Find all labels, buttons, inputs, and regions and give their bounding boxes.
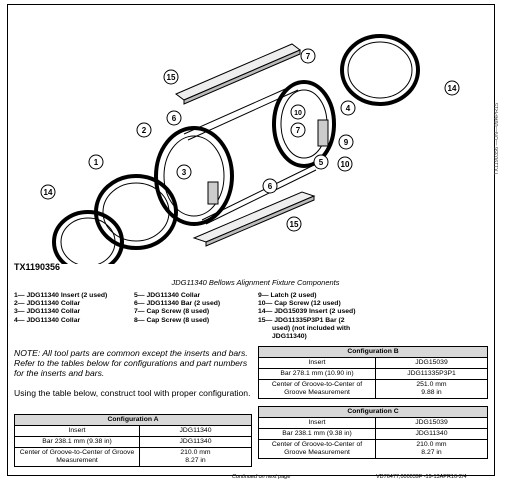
part-item: 5— JDG11340 Collar (134, 292, 201, 299)
part-item: 6— JDG11340 Bar (2 used) (134, 300, 221, 308)
svg-text:7: 7 (306, 52, 311, 61)
callout-6-top: 6 (166, 110, 182, 126)
table-row: Center of Groove-to-Center of Groove Mea… (258, 439, 488, 459)
svg-text:6: 6 (172, 114, 177, 123)
svg-text:15: 15 (290, 220, 299, 229)
fixture-frame (154, 80, 336, 226)
part-item: 2— JDG11340 Collar (14, 300, 81, 308)
page-frame (7, 4, 495, 476)
part-item: 8— Cap Screw (8 used) (134, 316, 210, 324)
bar-15-top (175, 43, 301, 105)
callout-15-top: 15 (163, 69, 179, 85)
parts-list-col2: 5— JDG11340 Collar 6— JDG11340 Bar (2 us… (134, 292, 220, 325)
footer-code: VD76477,000039F -19-13APR16-2/4 (376, 474, 467, 480)
svg-text:9: 9 (344, 138, 349, 147)
config-a-title: Configuration A (14, 414, 252, 426)
svg-text:10: 10 (294, 110, 302, 117)
part-item: 3— JDG11340 Collar (14, 308, 81, 316)
part-item: 4— JDG11340 Collar (14, 316, 81, 324)
parts-list-col3: 9— Latch (2 used) 10— Cap Screw (12 used… (258, 292, 355, 341)
table-row: Center of Groove-to-Center of Groove Mea… (14, 447, 252, 467)
config-b-title: Configuration B (258, 346, 488, 358)
part-item: 9— Latch (2 used) (258, 292, 317, 299)
callout-5: 5 (313, 154, 329, 170)
instruction-text: Using the table below, construct tool wi… (14, 388, 251, 398)
table-row: Bar 238.1 mm (9.38 in)JDG11340 (258, 428, 488, 440)
callout-4: 4 (340, 100, 356, 116)
svg-text:7: 7 (296, 126, 301, 135)
part-item: 15— JDG11335P3P1 Bar (2 (258, 316, 345, 324)
part-item: 10— Cap Screw (12 used) (258, 300, 341, 308)
callout-14-right: 14 (444, 80, 460, 96)
part-item: used) (not included with (272, 324, 351, 332)
part-item: 7— Cap Screw (8 used) (134, 308, 210, 316)
svg-text:10: 10 (341, 160, 350, 169)
parts-list-col1: 1— JDG11340 Insert (2 used) 2— JDG11340 … (14, 292, 107, 325)
insert-ring-1 (94, 174, 178, 250)
table-row: Bar 278.1 mm (10.90 in)JDG11335P3P1 (258, 368, 488, 380)
callout-1: 1 (88, 154, 104, 170)
callout-7-top: 7 (300, 48, 316, 64)
svg-text:14: 14 (44, 188, 53, 197)
svg-text:1: 1 (94, 158, 99, 167)
callout-9: 10 (337, 156, 353, 172)
callout-7-mid: 7 (290, 122, 306, 138)
insert-ring-14-right (340, 34, 420, 106)
svg-text:15: 15 (167, 73, 176, 82)
bar-15-bottom (192, 191, 316, 247)
part-item: 1— JDG11340 Insert (2 used) (14, 292, 108, 299)
side-code: TX1190356 —UN—09APR15 (494, 102, 500, 175)
callout-15-bottom: 15 (286, 216, 302, 232)
insert-ring-14-left (52, 210, 124, 264)
fixture-illustration: 15 7 4 14 6 10 7 2 9 5 10 1 3 6 14 15 (40, 34, 460, 264)
callout-10: 10 (290, 104, 306, 120)
svg-text:6: 6 (268, 182, 273, 191)
table-row: Bar 238.1 mm (9.38 in)JDG11340 (14, 436, 252, 448)
part-item: JDG11340) (272, 333, 307, 341)
callout-14-left: 14 (40, 184, 56, 200)
svg-text:2: 2 (142, 126, 147, 135)
figure-caption: JDG11340 Bellows Alignment Fixture Compo… (171, 278, 340, 287)
svg-text:3: 3 (182, 168, 187, 177)
callout-6-bottom: 6 (262, 178, 278, 194)
svg-text:5: 5 (319, 158, 324, 167)
callout-labels: 15 7 4 14 6 10 7 2 9 5 10 1 3 6 14 15 (40, 48, 460, 232)
footer-continued: Continued on next page (232, 474, 291, 480)
config-c-title: Configuration C (258, 406, 488, 418)
callout-8: 9 (338, 134, 354, 150)
callout-2: 2 (136, 122, 152, 138)
svg-text:4: 4 (346, 104, 351, 113)
callout-3: 3 (176, 164, 192, 180)
part-item: 14— JDG15039 Insert (2 used) (258, 308, 356, 316)
figure-id: TX1190356 (14, 262, 61, 272)
note-text: NOTE: All tool parts are common except t… (14, 348, 248, 378)
svg-text:14: 14 (448, 84, 457, 93)
table-row: Center of Groove-to-Center of Groove Mea… (258, 379, 488, 399)
